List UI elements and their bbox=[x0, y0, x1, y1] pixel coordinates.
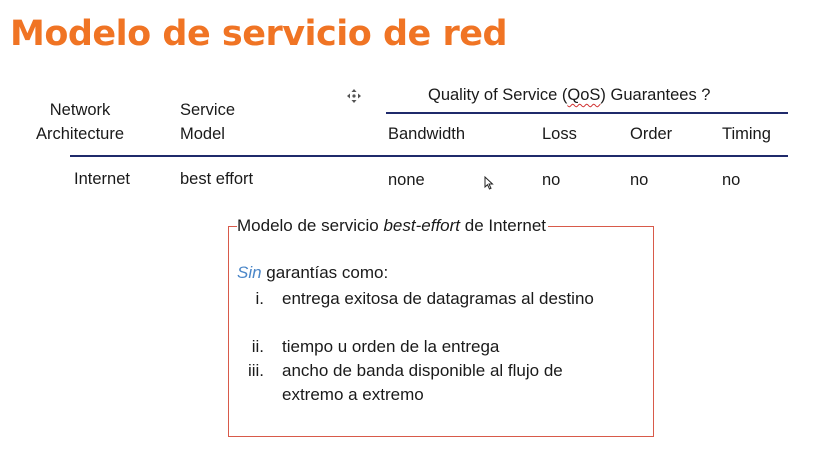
header-bandwidth: Bandwidth bbox=[388, 125, 466, 143]
header-timing: Timing bbox=[722, 125, 771, 143]
qos-prefix: Quality of Service ( bbox=[428, 86, 568, 104]
info-box-title-emphasis: best-effort bbox=[383, 216, 461, 235]
info-box-title: Modelo de servicio best-effort de Intern… bbox=[237, 216, 549, 236]
qos-header: Quality of Service (QoS) Guarantees ? bbox=[428, 86, 710, 105]
list-item: i. entrega exitosa de datagramas al dest… bbox=[236, 287, 616, 335]
mouse-cursor-icon bbox=[484, 176, 494, 190]
header-divider-line bbox=[70, 155, 788, 157]
cell-service-model: best effort bbox=[180, 170, 254, 188]
header-network-architecture-label: Network Architecture bbox=[36, 101, 125, 143]
info-box-title-prefix: Modelo de servicio bbox=[237, 216, 384, 235]
header-loss: Loss bbox=[542, 125, 577, 143]
list-item-number: i. bbox=[255, 289, 265, 308]
cell-bandwidth: none bbox=[388, 171, 425, 189]
qos-abbrev: QoS bbox=[567, 86, 601, 104]
cell-architecture: Internet bbox=[74, 170, 130, 188]
info-box-title-suffix: de Internet bbox=[460, 216, 547, 235]
list-item-number: ii. bbox=[251, 337, 264, 356]
header-order: Order bbox=[630, 125, 673, 143]
list-item-text: entrega exitosa de datagramas al destino bbox=[282, 289, 594, 308]
qos-suffix: ) Guarantees ? bbox=[600, 86, 711, 104]
list-item-number: iii. bbox=[247, 361, 264, 380]
cell-order: no bbox=[630, 171, 649, 189]
move-icon bbox=[347, 89, 361, 103]
list-item: iii. ancho de banda disponible al flujo … bbox=[236, 359, 616, 407]
cell-timing: no bbox=[722, 171, 741, 189]
info-box-intro: Sin garantías como: bbox=[237, 263, 388, 283]
header-service-model-label: Service Model bbox=[180, 101, 236, 143]
cell-loss: no bbox=[542, 171, 561, 189]
intro-emphasis: Sin bbox=[237, 263, 262, 282]
intro-text: garantías como: bbox=[261, 263, 389, 282]
page-title: Modelo de servicio de red bbox=[10, 14, 508, 54]
qos-divider-line bbox=[386, 112, 788, 114]
header-network-architecture: Network Architecture bbox=[36, 98, 124, 146]
header-service-model: Service Model bbox=[180, 98, 235, 146]
list-item: ii. tiempo u orden de la entrega bbox=[236, 335, 616, 359]
list-item-text: ancho de banda disponible al flujo de ex… bbox=[282, 361, 563, 404]
list-item-text: tiempo u orden de la entrega bbox=[282, 337, 500, 356]
